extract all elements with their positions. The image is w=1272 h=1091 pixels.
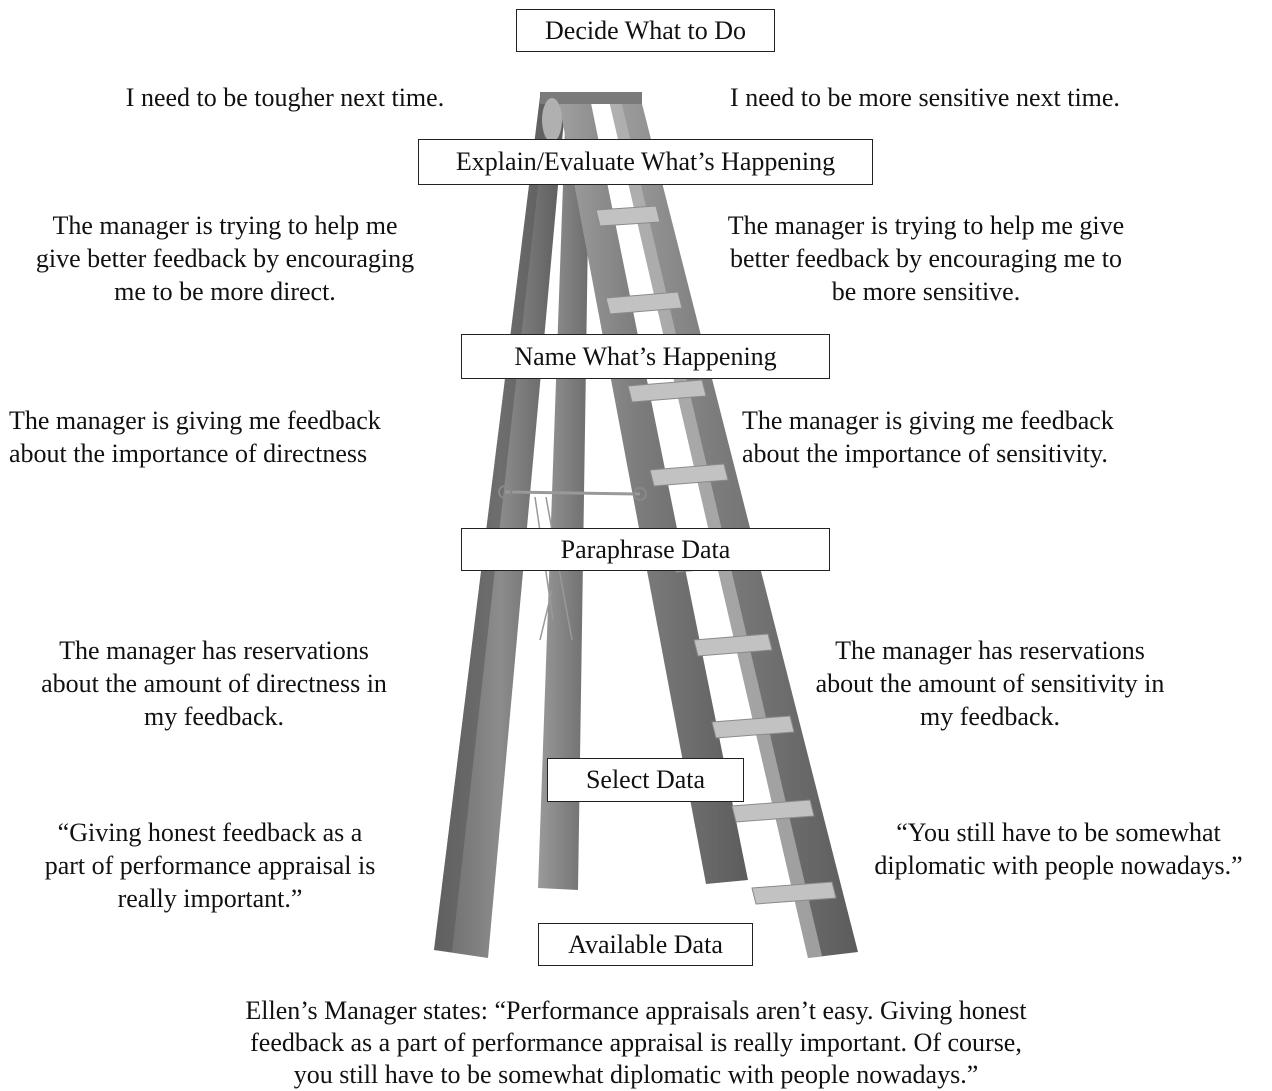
ladder-front-rail-left: [558, 98, 748, 884]
ladder-step-select: Select Data: [547, 758, 744, 802]
name-right-text: The manager is giving me feedback about …: [742, 406, 1114, 468]
select-right-text: “You still have to be somewhat diplomati…: [874, 818, 1243, 880]
explain-left-text: The manager is trying to help me give be…: [35, 211, 415, 306]
ladder-back-leg-inner: [538, 100, 590, 890]
select-left-text: “Giving honest feedback as a part of per…: [44, 818, 376, 913]
ladder-step-explain: Explain/Evaluate What’s Happening: [418, 139, 873, 185]
ladder-step-decide: Decide What to Do: [516, 9, 775, 52]
manager-quote: Ellen’s Manager states: “Performance app…: [0, 995, 1272, 1091]
decide-left-text: I need to be tougher next time.: [125, 83, 445, 112]
name-left-text: The manager is giving me feedback about …: [9, 406, 381, 468]
explain-right-text: The manager is trying to help me give be…: [727, 211, 1125, 306]
ladder-step-name: Name What’s Happening: [461, 334, 830, 379]
manager-quote-line: you still have to be somewhat diplomatic…: [293, 1060, 979, 1089]
manager-quote-line: Ellen’s Manager states: “Performance app…: [245, 996, 1027, 1025]
manager-quote-line: feedback as a part of performance apprai…: [250, 1028, 1022, 1057]
ladder-step-available: Available Data: [538, 923, 753, 966]
decide-right-text: I need to be more sensitive next time.: [730, 83, 1120, 112]
ladder-step-paraphrase: Paraphrase Data: [461, 528, 830, 571]
paraphrase-right-text: The manager has reservations about the a…: [815, 636, 1165, 731]
paraphrase-left-text: The manager has reservations about the a…: [41, 636, 387, 731]
ladder-rungs: [595, 205, 837, 905]
